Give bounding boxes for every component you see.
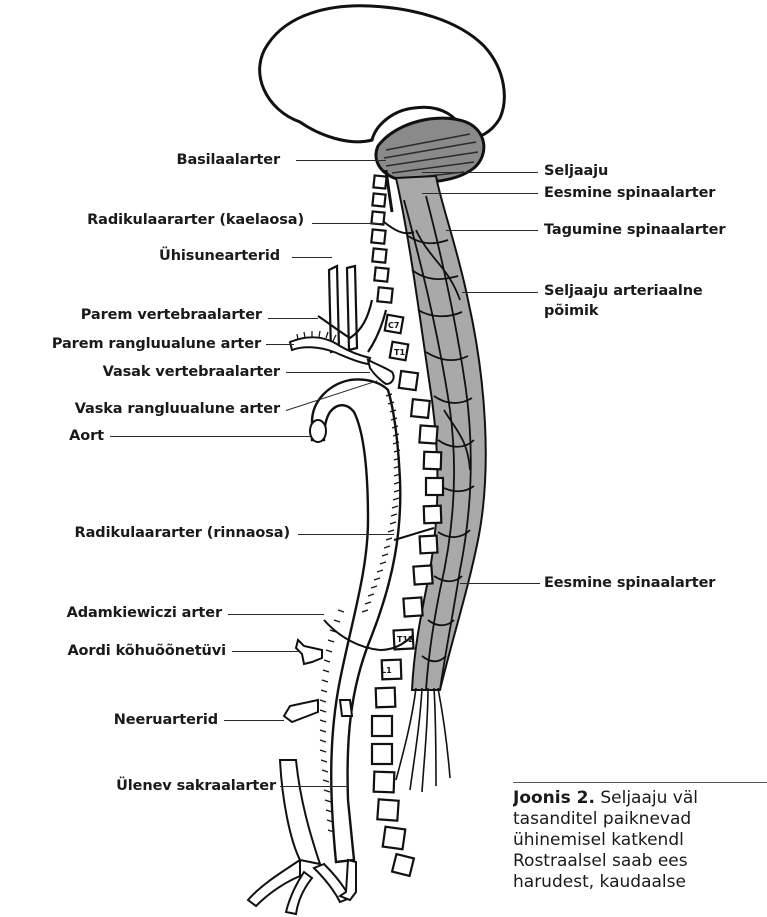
leader-adamkiewiczi bbox=[228, 614, 324, 615]
caption-rule bbox=[513, 782, 767, 783]
label-parem-rangluualune-arter: Parem rangluualune arter bbox=[52, 335, 261, 353]
median-sacral-artery-illustration bbox=[340, 860, 356, 900]
leader-neeruarterid bbox=[224, 720, 284, 721]
label-vasak-vertebraalarter: Vasak vertebraalarter bbox=[103, 363, 280, 381]
caption-line-5: harudest, kaudaalse bbox=[513, 872, 767, 893]
carotid-arteries-illustration bbox=[329, 266, 357, 352]
figure-caption: Joonis 2. Seljaaju väl tasanditel paikne… bbox=[513, 788, 767, 917]
vertebra-label-t1: T1 bbox=[394, 348, 405, 357]
leader-parem-rangluualune bbox=[266, 344, 294, 345]
label-parem-vertebraalarter: Parem vertebraalarter bbox=[81, 306, 262, 324]
leader-basilaalarter bbox=[296, 160, 386, 161]
leader-uhisunearterid bbox=[292, 257, 332, 258]
leader-aort bbox=[110, 436, 310, 437]
right-subclavian-artery-illustration bbox=[290, 337, 370, 364]
label-seljaaju-arteriaalne: Seljaaju arteriaalne bbox=[544, 282, 703, 300]
label-ulenev-sakraalarter: Ülenev sakraalarter bbox=[116, 777, 276, 795]
leader-eesmine-spinaalarter-top bbox=[422, 193, 538, 194]
caption-line-4: Rostraalsel saab ees bbox=[513, 851, 767, 872]
leader-parem-vertebraalarter bbox=[268, 318, 318, 319]
celiac-trunk-illustration bbox=[296, 640, 322, 664]
label-aordi-kohuoonetuvi: Aordi kõhuõõnetüvi bbox=[67, 642, 226, 660]
caption-line-2: tasanditel paiknevad bbox=[513, 809, 767, 830]
vertebra-label-l1: L1 bbox=[381, 666, 392, 675]
cauda-equina-illustration bbox=[396, 688, 450, 792]
leader-radikulaararter-rinnaosa bbox=[298, 534, 394, 535]
label-radikulaararter-kaelaosa: Radikulaararter (kaelaosa) bbox=[87, 211, 304, 229]
label-adamkiewiczi-arter: Adamkiewiczi arter bbox=[67, 604, 222, 622]
label-neeruarterid: Neeruarterid bbox=[114, 711, 218, 729]
leader-seljaaju bbox=[422, 172, 538, 173]
label-poimik: põimik bbox=[544, 302, 598, 320]
aorta-cut-end bbox=[310, 420, 326, 442]
caption-line-1: Joonis 2. Seljaaju väl bbox=[513, 788, 767, 809]
leader-seljaaju-arteriaalne bbox=[462, 292, 538, 293]
label-tagumine-spinaalarter: Tagumine spinaalarter bbox=[544, 221, 725, 239]
renal-artery-left-illustration bbox=[340, 700, 352, 716]
aorta-lower-illustration bbox=[280, 760, 320, 864]
leader-tagumine-spinaalarter bbox=[446, 230, 538, 231]
label-eesmine-spinaalarter-mid: Eesmine spinaalarter bbox=[544, 574, 715, 592]
leader-vasak-vertebraalarter bbox=[286, 372, 370, 373]
leader-eesmine-spinaalarter-mid bbox=[460, 583, 540, 584]
caption-prefix: Joonis 2. bbox=[513, 788, 595, 808]
vertebra-label-c7: C7 bbox=[388, 321, 399, 330]
label-seljaaju: Seljaaju bbox=[544, 162, 608, 180]
iliac-arteries-illustration bbox=[248, 860, 350, 914]
renal-artery-right-illustration bbox=[284, 700, 318, 722]
caption-line-3: ühinemisel katkendl bbox=[513, 830, 767, 851]
label-eesmine-spinaalarter-top: Eesmine spinaalarter bbox=[544, 184, 715, 202]
leader-ulenev-sakraalarter bbox=[280, 786, 348, 787]
leader-radikulaararter-kaelaosa bbox=[312, 223, 384, 224]
leader-aordi-kohuoonetuvi bbox=[232, 651, 300, 652]
caption-line-1-text: Seljaaju väl bbox=[595, 788, 698, 808]
label-aort: Aort bbox=[69, 427, 104, 445]
label-vaska-rangluualune-arter: Vaska rangluualune arter bbox=[75, 400, 280, 418]
label-uhisunearterid: Ühisunearterid bbox=[159, 247, 280, 265]
label-basilaalarter: Basilaalarter bbox=[177, 151, 281, 169]
label-radikulaararter-rinnaosa: Radikulaararter (rinnaosa) bbox=[75, 524, 290, 542]
